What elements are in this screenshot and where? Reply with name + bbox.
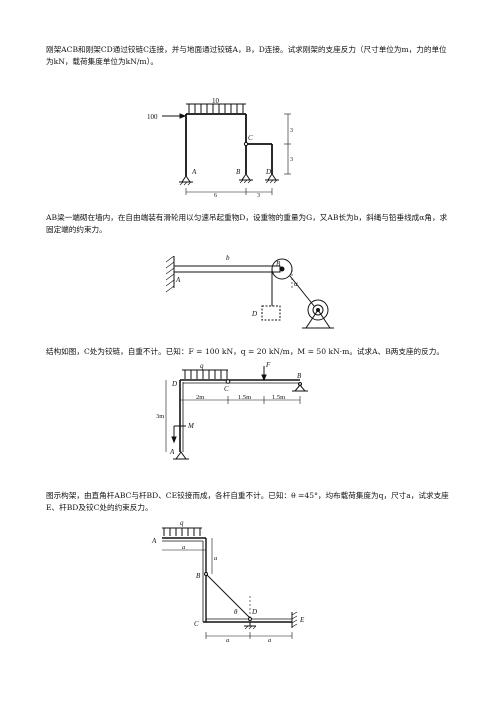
problem-4-text: 图示构架，由直角杆ABC与杆BD、CE铰接而成，各杆自重不计。已知：θ =45°…	[46, 491, 449, 512]
fig4-theta: θ	[234, 608, 238, 616]
fig4-label-e: E	[299, 616, 305, 624]
fig1-load-q: 10	[212, 97, 220, 105]
problem-3-text: 结构如图，C处为铰链，自重不计。已知：F = 100 kN，q = 20 kN/…	[46, 347, 444, 356]
fig1-label-a: A	[191, 168, 197, 176]
fig4-dim-a1: a	[226, 637, 229, 644]
fig3-label-d: D	[171, 380, 177, 388]
fig1-dim-3h: 3	[257, 193, 260, 199]
figure-2-pulley-diagram: b A B D α	[165, 254, 334, 329]
fig1-label-d: D	[265, 168, 271, 176]
fig3-label-b: B	[297, 372, 302, 380]
fig4-label-a: A	[151, 537, 157, 545]
fig3-dim-3m: 3m	[156, 413, 164, 420]
fig2-label-b-dim: b	[226, 254, 230, 262]
fig1-dim-3v1: 3	[290, 128, 293, 134]
fig3-label-q: q	[200, 362, 204, 370]
fig4-label-d: D	[251, 608, 257, 616]
fig2-label-d: D	[251, 310, 257, 318]
fig2-label-b: B	[276, 260, 281, 268]
fig3-label-a: A	[169, 448, 175, 456]
fig3-label-f: F	[265, 361, 271, 369]
fig4-label-c: C	[194, 620, 199, 628]
fig3-dim-1-5m-b: 1.5m	[272, 394, 285, 401]
fig1-label-c: C	[248, 134, 253, 142]
problem-2-text: AB梁一端砌在墙内，在自由端装有滑轮用以匀速吊起重物D，设重物的重量为G，又AB…	[46, 213, 448, 234]
fig3-label-m: M	[187, 422, 195, 430]
fig3-dim-2m: 2m	[196, 394, 204, 401]
fig1-load-p: 100	[147, 113, 158, 121]
fig4-dim-a-vertical: a	[214, 555, 217, 562]
fig4-dim-a-top: a	[182, 544, 185, 551]
figure-1-frame-diagram: 10 100 A B C D 6 3 3 3	[147, 97, 293, 199]
fig2-alpha: α	[294, 280, 298, 288]
fig2-label-a: A	[175, 276, 181, 284]
fig3-label-c: C	[224, 385, 229, 393]
fig1-dim-6: 6	[214, 193, 217, 199]
fig4-dim-a2: a	[268, 637, 271, 644]
fig4-label-q: q	[180, 519, 184, 527]
fig1-dim-3v2: 3	[290, 157, 293, 163]
problem-1-text: 刚架ACB和刚架CD通过铰链C连接，并与地面通过铰链A，B，D连接。试求刚架的支…	[46, 45, 447, 66]
fig1-label-b: B	[236, 168, 241, 176]
figure-3-structure-diagram: q F D B C 2m 1.5m 1.5m 3m M A	[156, 361, 308, 460]
fig3-dim-1-5m-a: 1.5m	[238, 394, 251, 401]
figure-4-frame-diagram: q A a a B θ D C E a a	[151, 519, 305, 644]
fig4-label-b: B	[196, 572, 201, 580]
